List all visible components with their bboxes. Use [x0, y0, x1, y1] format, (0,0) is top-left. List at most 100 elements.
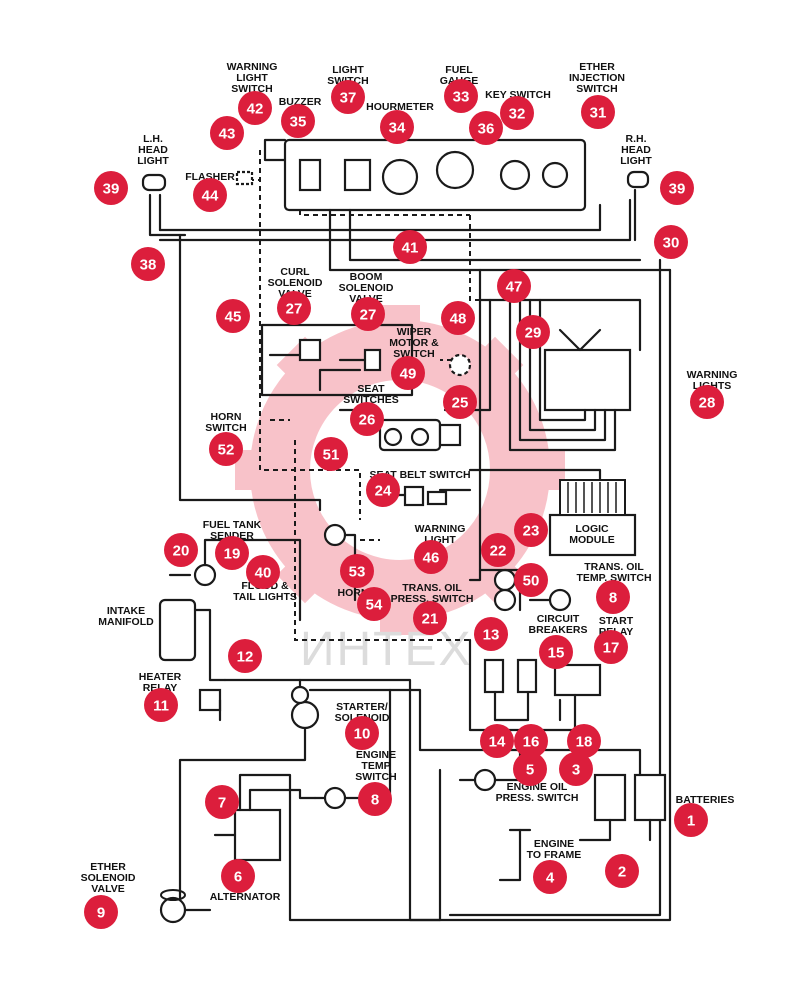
- svg-text:4: 4: [546, 870, 555, 887]
- callout-23: 23: [514, 513, 548, 547]
- svg-text:24: 24: [375, 483, 392, 500]
- watermark-text: ИНТЕХ: [300, 623, 473, 676]
- label-batteries: BATTERIES: [676, 794, 735, 806]
- callout-13: 13: [474, 617, 508, 651]
- svg-text:50: 50: [523, 573, 540, 590]
- callout-25: 25: [443, 385, 477, 419]
- svg-text:16: 16: [523, 734, 540, 751]
- svg-text:17: 17: [603, 640, 620, 657]
- callout-9: 9: [84, 895, 118, 929]
- svg-text:54: 54: [366, 597, 383, 614]
- callout-36: 36: [469, 111, 503, 145]
- svg-text:34: 34: [389, 120, 406, 137]
- callout-38: 38: [131, 247, 165, 281]
- svg-text:27: 27: [360, 307, 377, 324]
- svg-text:22: 22: [490, 543, 507, 560]
- svg-text:3: 3: [572, 762, 580, 779]
- svg-text:28: 28: [699, 395, 716, 412]
- callout-12: 12: [228, 639, 262, 673]
- callout-44: 44: [193, 178, 227, 212]
- svg-text:18: 18: [576, 734, 593, 751]
- callout-4: 4: [533, 860, 567, 894]
- callout-45: 45: [216, 299, 250, 333]
- svg-text:27: 27: [286, 301, 303, 318]
- callout-26: 26: [350, 402, 384, 436]
- callout-33: 33: [444, 79, 478, 113]
- callout-24: 24: [366, 473, 400, 507]
- label-key-switch: KEY SWITCH: [485, 89, 551, 101]
- svg-text:48: 48: [450, 311, 467, 328]
- svg-text:46: 46: [423, 550, 440, 567]
- callout-7: 7: [205, 785, 239, 819]
- svg-text:32: 32: [509, 106, 526, 123]
- callout-28: 28: [690, 385, 724, 419]
- callout-51: 51: [314, 437, 348, 471]
- callout-53: 53: [340, 554, 374, 588]
- svg-text:41: 41: [402, 240, 419, 257]
- callout-50: 50: [514, 563, 548, 597]
- callout-47: 47: [497, 269, 531, 303]
- label-fuel-tank-sender: FUEL TANKSENDER: [203, 519, 262, 542]
- label-hourmeter: HOURMETER: [366, 101, 434, 113]
- callout-31: 31: [581, 95, 615, 129]
- wiring-lines: [141, 138, 672, 924]
- svg-text:42: 42: [247, 101, 264, 118]
- svg-text:9: 9: [97, 905, 105, 922]
- svg-text:14: 14: [489, 734, 506, 751]
- callout-48: 48: [441, 301, 475, 335]
- svg-text:44: 44: [202, 188, 219, 205]
- component-labels: WARNINGLIGHTSWITCHLIGHTSWITCHFUELGAUGEKE…: [81, 61, 738, 903]
- callout-10: 10: [345, 716, 379, 750]
- callout-27: 27: [277, 291, 311, 325]
- svg-text:21: 21: [422, 611, 439, 628]
- callout-43: 43: [210, 116, 244, 150]
- svg-text:53: 53: [349, 564, 366, 581]
- svg-text:49: 49: [400, 366, 417, 383]
- callout-30: 30: [654, 225, 688, 259]
- callout-21: 21: [413, 601, 447, 635]
- callout-29: 29: [516, 315, 550, 349]
- callout-2: 2: [605, 854, 639, 888]
- callout-42: 42: [238, 91, 272, 125]
- callout-39: 39: [94, 171, 128, 205]
- svg-text:20: 20: [173, 543, 190, 560]
- callout-46: 46: [414, 540, 448, 574]
- callout-5: 5: [513, 752, 547, 786]
- callout-37: 37: [331, 80, 365, 114]
- callout-8: 8: [358, 782, 392, 816]
- svg-text:1: 1: [687, 813, 695, 830]
- callout-6: 6: [221, 859, 255, 893]
- callout-54: 54: [357, 587, 391, 621]
- svg-text:25: 25: [452, 395, 469, 412]
- label-buzzer: BUZZER: [279, 96, 322, 108]
- svg-text:26: 26: [359, 412, 376, 429]
- svg-text:39: 39: [669, 181, 686, 198]
- svg-text:8: 8: [609, 590, 617, 607]
- callout-17: 17: [594, 630, 628, 664]
- svg-text:52: 52: [218, 442, 235, 459]
- callout-52: 52: [209, 432, 243, 466]
- callout-11: 11: [144, 688, 178, 722]
- svg-text:10: 10: [354, 726, 371, 743]
- callout-20: 20: [164, 533, 198, 567]
- svg-text:37: 37: [340, 90, 357, 107]
- svg-text:23: 23: [523, 523, 540, 540]
- svg-text:31: 31: [590, 105, 607, 122]
- callout-49: 49: [391, 356, 425, 390]
- callout-8: 8: [596, 580, 630, 614]
- svg-text:38: 38: [140, 257, 157, 274]
- svg-text:8: 8: [371, 792, 379, 809]
- svg-text:45: 45: [225, 309, 242, 326]
- svg-text:35: 35: [290, 114, 307, 131]
- callout-40: 40: [246, 555, 280, 589]
